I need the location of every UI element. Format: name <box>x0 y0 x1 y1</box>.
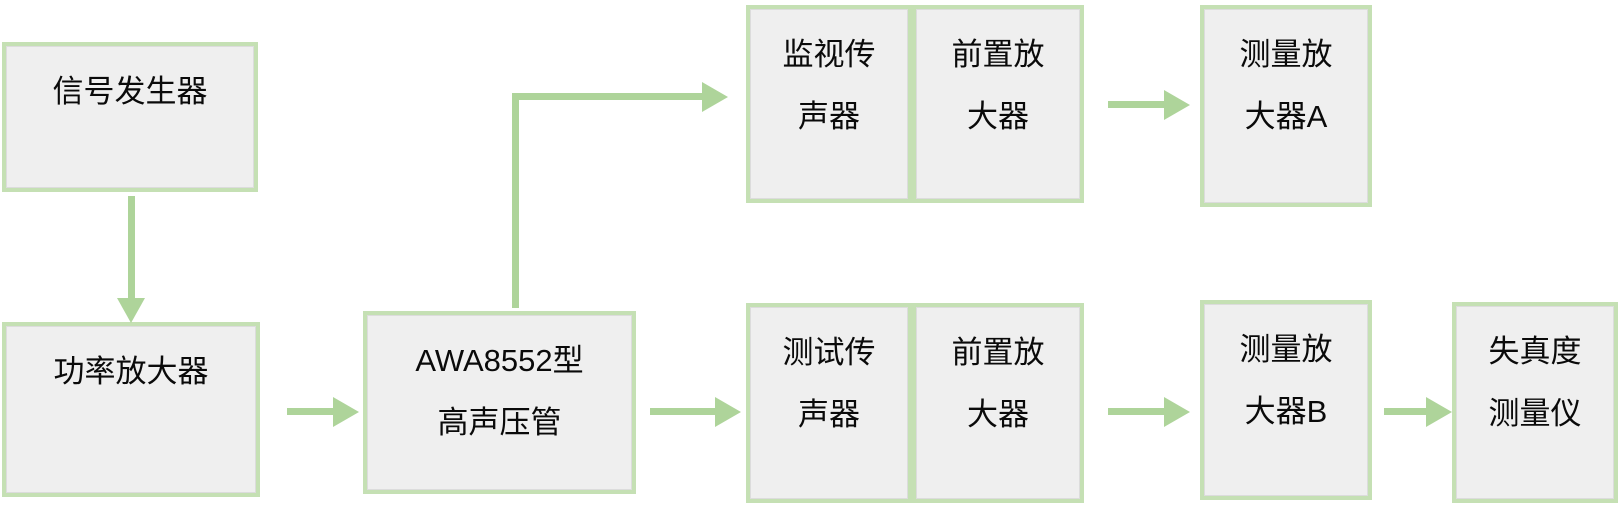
arrow-head-right-icon <box>702 82 728 112</box>
node-label: AWA8552型 高声压管 <box>415 343 584 440</box>
node-preamplifier-top: 前置放 大器 <box>912 5 1084 203</box>
arrow-shaft <box>1108 408 1164 415</box>
arrow-head-right-icon <box>1164 90 1190 120</box>
arrow-head-right-icon <box>333 397 359 427</box>
node-distortion-meter: 失真度 测量仪 <box>1452 302 1618 503</box>
node-awa8552-tube: AWA8552型 高声压管 <box>363 311 636 494</box>
node-preamplifier-bottom: 前置放 大器 <box>912 303 1084 503</box>
node-monitor-microphone: 监视传 声器 <box>746 5 912 203</box>
arrow-shaft <box>1108 101 1164 108</box>
node-label: 前置放 大器 <box>951 37 1045 134</box>
arrow-shaft <box>512 93 702 100</box>
node-label: 失真度 测量仪 <box>1488 334 1582 431</box>
arrow-shaft <box>1384 408 1426 415</box>
node-label: 测量放 大器B <box>1239 332 1333 429</box>
node-measuring-amplifier-a: 测量放 大器A <box>1200 5 1372 207</box>
node-label: 测试传 声器 <box>782 335 876 432</box>
arrow-shaft <box>650 408 715 415</box>
arrow-head-right-icon <box>715 397 741 427</box>
node-measuring-amplifier-b: 测量放 大器B <box>1200 300 1372 500</box>
arrow-head-right-icon <box>1426 397 1452 427</box>
arrow-head-right-icon <box>1164 397 1190 427</box>
node-label: 功率放大器 <box>53 354 209 389</box>
node-label: 监视传 声器 <box>782 37 876 134</box>
node-label: 信号发生器 <box>52 74 208 109</box>
arrow-shaft <box>512 94 519 308</box>
node-power-amplifier: 功率放大器 <box>2 322 260 497</box>
arrow-head-down-icon <box>117 298 145 323</box>
node-signal-generator: 信号发生器 <box>2 42 258 192</box>
node-label: 前置放 大器 <box>951 335 1045 432</box>
node-test-microphone: 测试传 声器 <box>746 303 912 503</box>
arrow-shaft <box>128 196 135 300</box>
node-label: 测量放 大器A <box>1239 37 1333 134</box>
arrow-shaft <box>287 408 333 415</box>
